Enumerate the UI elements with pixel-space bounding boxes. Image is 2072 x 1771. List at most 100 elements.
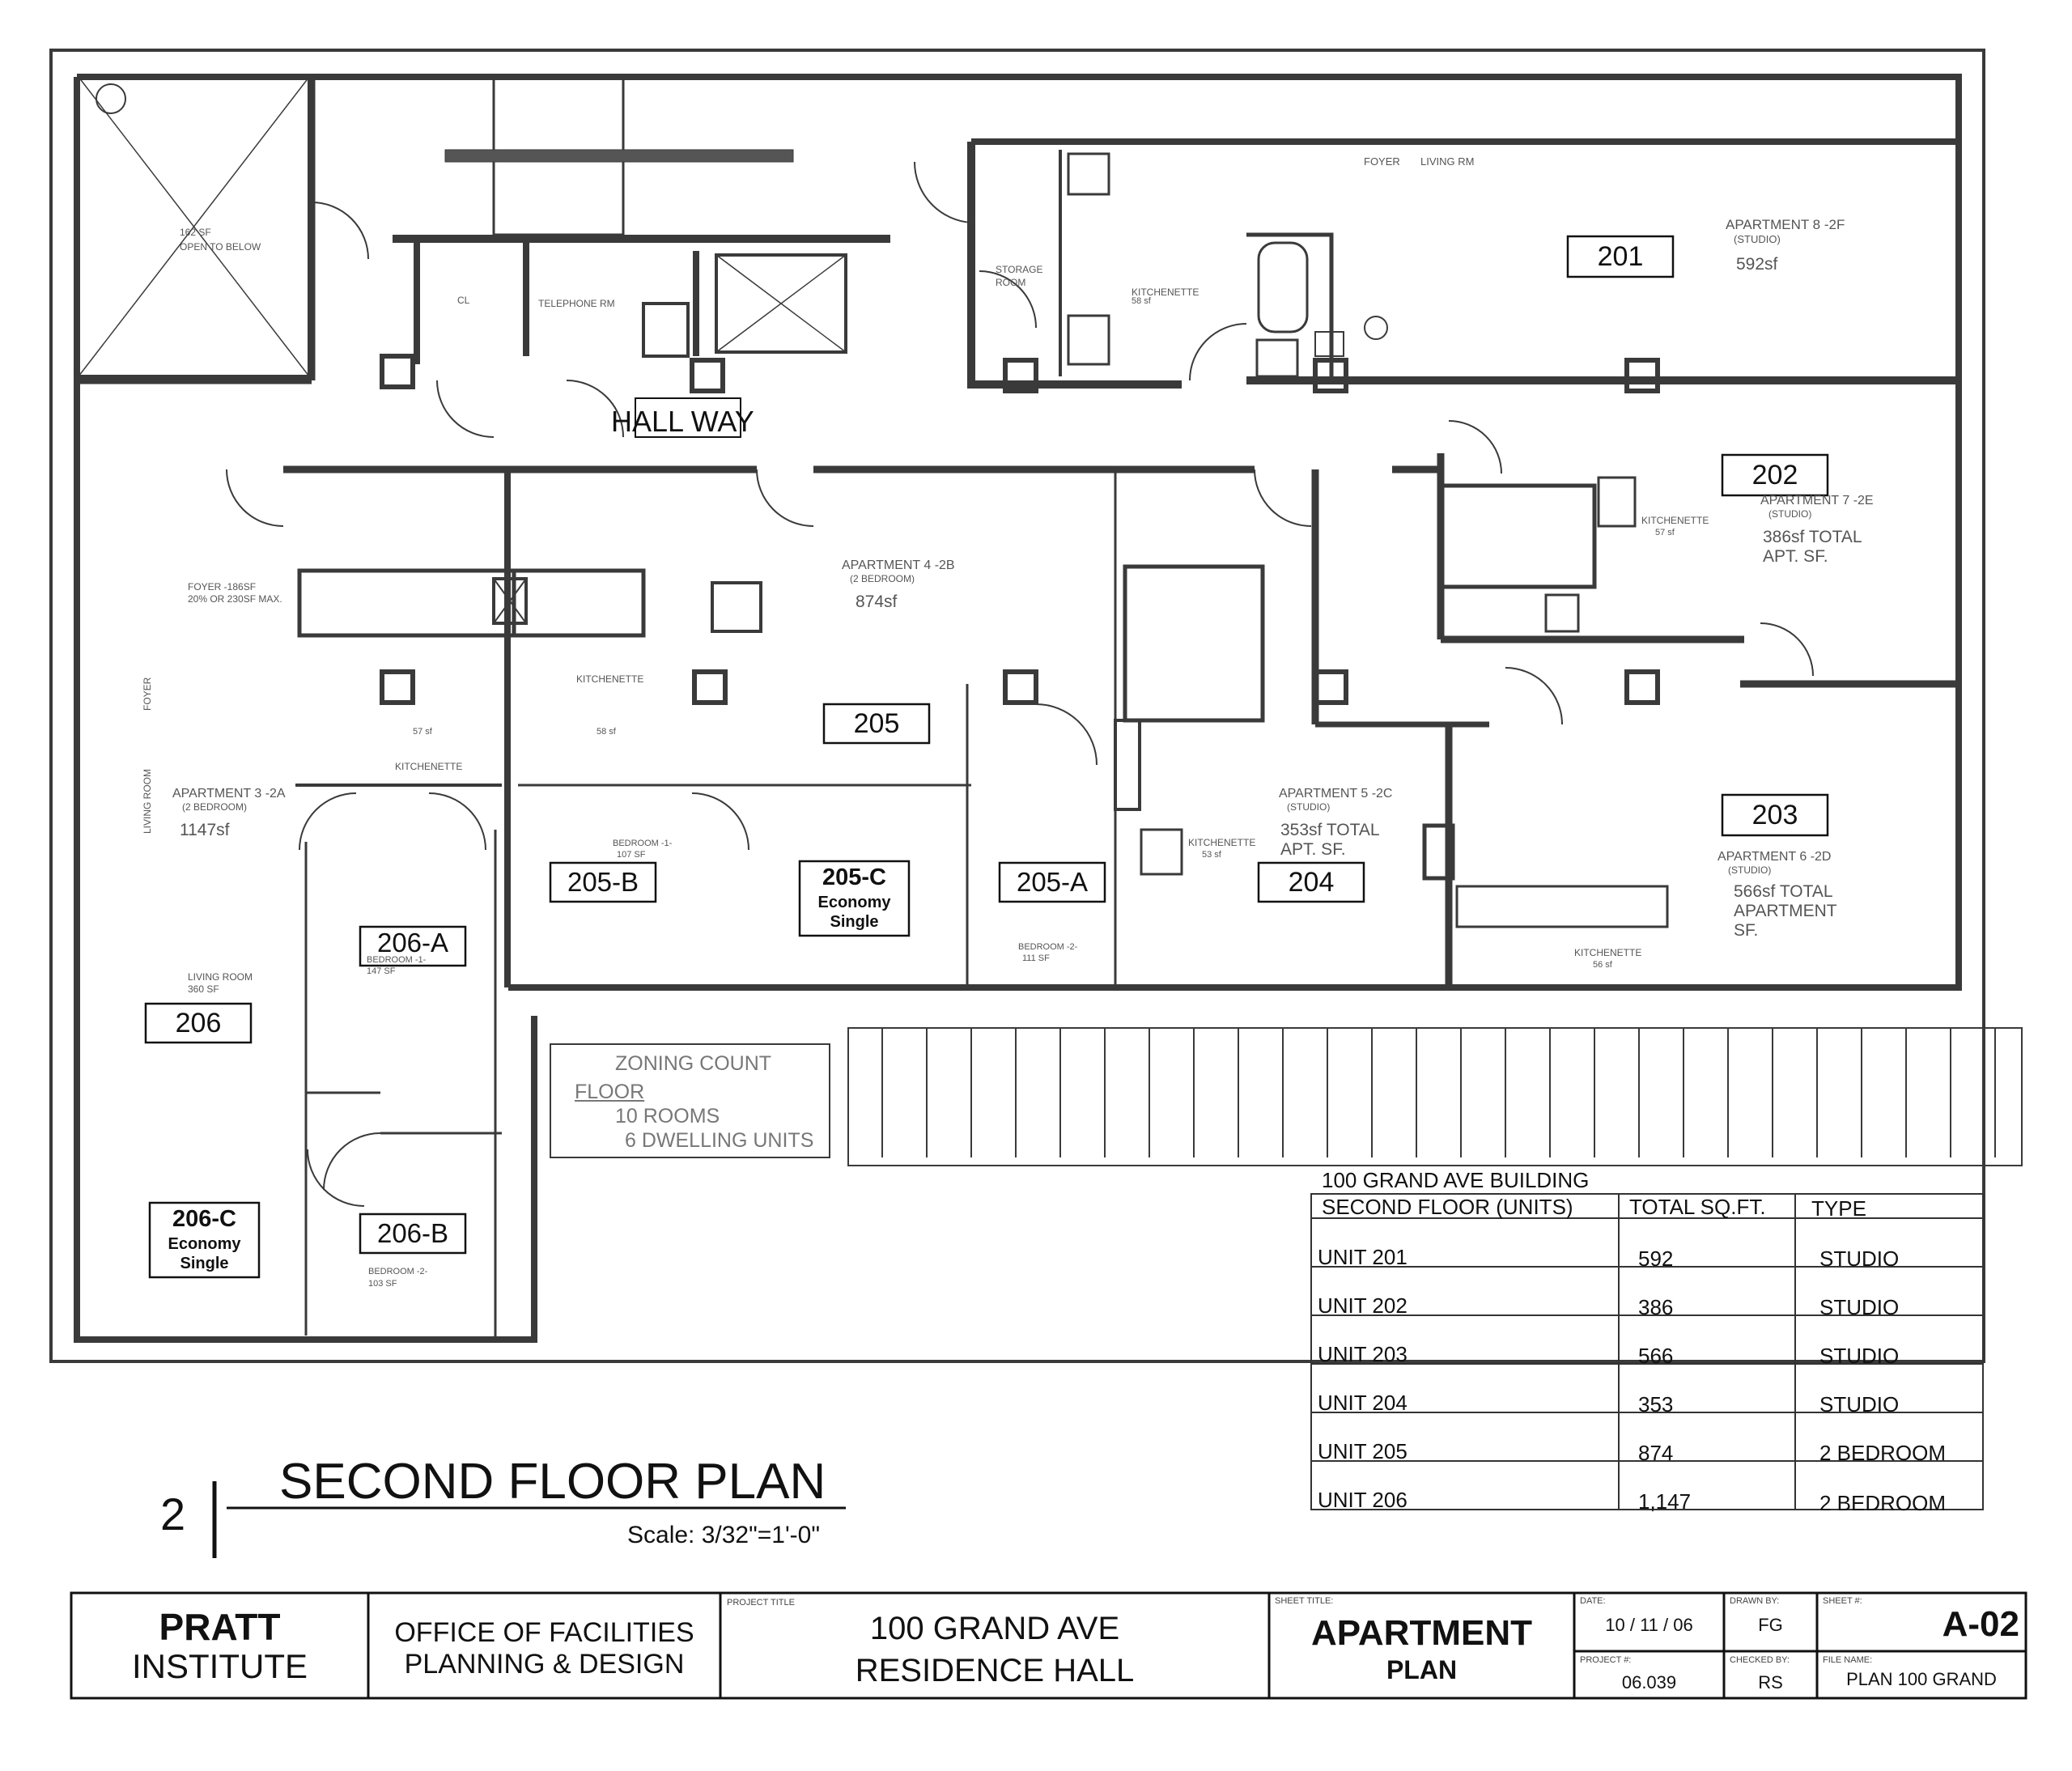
room-206-c-economy: Economy <box>168 1235 241 1253</box>
drawn-by-label: DRAWN BY: <box>1730 1596 1780 1606</box>
apt-203-shaft <box>1422 823 1455 881</box>
schedule-sqft-cell: 386 <box>1638 1295 1674 1319</box>
apartment-7-type: (STUDIO) <box>1768 508 1812 520</box>
column <box>380 669 415 705</box>
open-to-below-label: OPEN TO BELOW <box>180 241 261 253</box>
unit-schedule-grid <box>1310 1193 1984 1510</box>
checked-by-value: RS <box>1758 1672 1783 1692</box>
project-title-line-2: RESIDENCE HALL <box>855 1653 1135 1688</box>
door-swing <box>756 469 814 527</box>
room-tag-202: 202 <box>1751 460 1798 491</box>
living-room-side-label: LIVING ROOM <box>142 768 153 834</box>
storage-room-label-2: ROOM <box>996 277 1026 288</box>
apartment-4-bedroom-1-area: 107 SF <box>617 850 646 860</box>
room-tag-203: 203 <box>1751 800 1798 830</box>
date-value: 10 / 11 / 06 <box>1605 1615 1693 1635</box>
shower-shaft <box>1255 338 1299 378</box>
shared-shaft <box>492 577 528 625</box>
apartment-4-bedroom-2-area: 111 SF <box>1022 953 1050 963</box>
apartment-8-name: APARTMENT 8 -2F <box>1726 217 1845 232</box>
closet-label: CL <box>457 295 470 306</box>
apartment-3-bedroom-2: BEDROOM -2- <box>368 1267 428 1276</box>
apartment-7-area-1: 386sf TOTAL <box>1763 528 1862 546</box>
apartment-5-area-2: APT. SF. <box>1280 840 1346 859</box>
door-swing <box>979 270 1037 329</box>
schedule-type-cell: STUDIO <box>1819 1392 1900 1416</box>
column <box>380 354 415 389</box>
schedule-unit-cell: UNIT 202 <box>1318 1293 1408 1318</box>
apt-203-counter <box>1455 885 1669 928</box>
apartment-8-living: LIVING RM <box>1420 155 1475 168</box>
foyer-area-note-1: FOYER -186SF <box>188 581 257 592</box>
apt-206-bath <box>297 568 516 638</box>
living-room-area: 360 SF <box>188 983 219 995</box>
door-swing <box>323 1132 381 1191</box>
column <box>690 358 725 393</box>
foyer-area-note-2: 20% OR 230SF MAX. <box>188 593 282 605</box>
exterior-wall-north-east <box>77 74 1962 991</box>
project-number-label: PROJECT #: <box>1580 1655 1632 1665</box>
apartment-3-kitchenette: KITCHENETTE <box>395 761 463 772</box>
exterior-wall-west <box>74 77 537 1343</box>
room-tag-206: 206 <box>175 1008 222 1038</box>
title-block-grid <box>70 1591 2027 1700</box>
elevator-shaft <box>715 253 847 354</box>
drawing-number: 2 <box>160 1489 186 1540</box>
room-tag-205-c: 205-C <box>822 864 886 890</box>
room-tag-boxes <box>144 235 1829 1279</box>
room-tag-205: 205 <box>853 708 900 739</box>
apartment-5-area-1: 353sf TOTAL <box>1280 821 1380 839</box>
sheet-number-value: A-02 <box>1942 1604 2019 1644</box>
apt-204-shaft <box>1114 719 1141 811</box>
apartment-8-type: (STUDIO) <box>1734 233 1781 245</box>
org-name-line-2: INSTITUTE <box>132 1647 308 1685</box>
zoning-units: 6 DWELLING UNITS <box>625 1129 814 1152</box>
drawing-title: SECOND FLOOR PLAN <box>279 1454 826 1510</box>
apartment-6-kitchenette: KITCHENETTE <box>1574 947 1642 958</box>
sheet-title-label: SHEET TITLE: <box>1275 1596 1334 1606</box>
outer-boundary <box>49 49 1985 1363</box>
toilet <box>1364 316 1388 340</box>
apartment-6-kitchenette-area: 56 sf <box>1593 960 1612 970</box>
apartment-8-area: 592sf <box>1736 255 1778 274</box>
office-line-2: PLANNING & DESIGN <box>404 1649 685 1680</box>
door-swing <box>436 380 495 438</box>
door-swing <box>1254 469 1312 527</box>
column <box>1624 358 1660 393</box>
apartment-6-area-2: APARTMENT <box>1734 902 1837 920</box>
door-swing <box>428 792 486 851</box>
room-205-c-single: Single <box>830 913 879 931</box>
room-205-c-economy: Economy <box>817 894 891 911</box>
door-swing <box>1189 323 1247 381</box>
door-swing <box>1760 622 1814 677</box>
apt-202-bath <box>1438 483 1597 589</box>
apartment-8-foyer: FOYER <box>1364 155 1400 168</box>
schedule-unit-cell: UNIT 206 <box>1318 1488 1408 1512</box>
apt-201-wall <box>967 142 1182 389</box>
apartment-4-bedroom-1: BEDROOM -1- <box>613 839 673 848</box>
room-tag-204: 204 <box>1288 867 1335 898</box>
elevator-cross <box>715 254 847 353</box>
room-tag-206-a: 206-A <box>376 928 449 958</box>
telephone-shaft <box>642 302 690 358</box>
apt-204-stove <box>1140 828 1183 876</box>
apartment-6-area-3: SF. <box>1734 921 1759 940</box>
apartment-4-kitchenette-area: 58 sf <box>597 727 616 737</box>
drawing-scale: Scale: 3/32"=1'-0" <box>627 1522 821 1548</box>
schedule-type-cell: 2 BEDROOM <box>1819 1491 1947 1515</box>
column <box>1313 669 1348 705</box>
stair-landing <box>444 149 794 163</box>
door-swing <box>691 792 749 851</box>
room-tag-205-b: 205-B <box>567 867 639 897</box>
zoning-floor-label: FLOOR <box>575 1081 645 1103</box>
file-name-label: FILE NAME: <box>1823 1655 1873 1665</box>
zoning-rooms: 10 ROOMS <box>615 1105 720 1128</box>
apartment-3-area: 1147sf <box>180 821 230 839</box>
zoning-count-box <box>550 1043 830 1158</box>
checked-by-label: CHECKED BY: <box>1730 1655 1790 1665</box>
apartment-4-kitchenette: KITCHENETTE <box>576 673 644 685</box>
apartment-4-name: APARTMENT 4 -2B <box>842 558 955 572</box>
column <box>692 669 728 705</box>
schedule-sqft-cell: 566 <box>1638 1344 1674 1368</box>
